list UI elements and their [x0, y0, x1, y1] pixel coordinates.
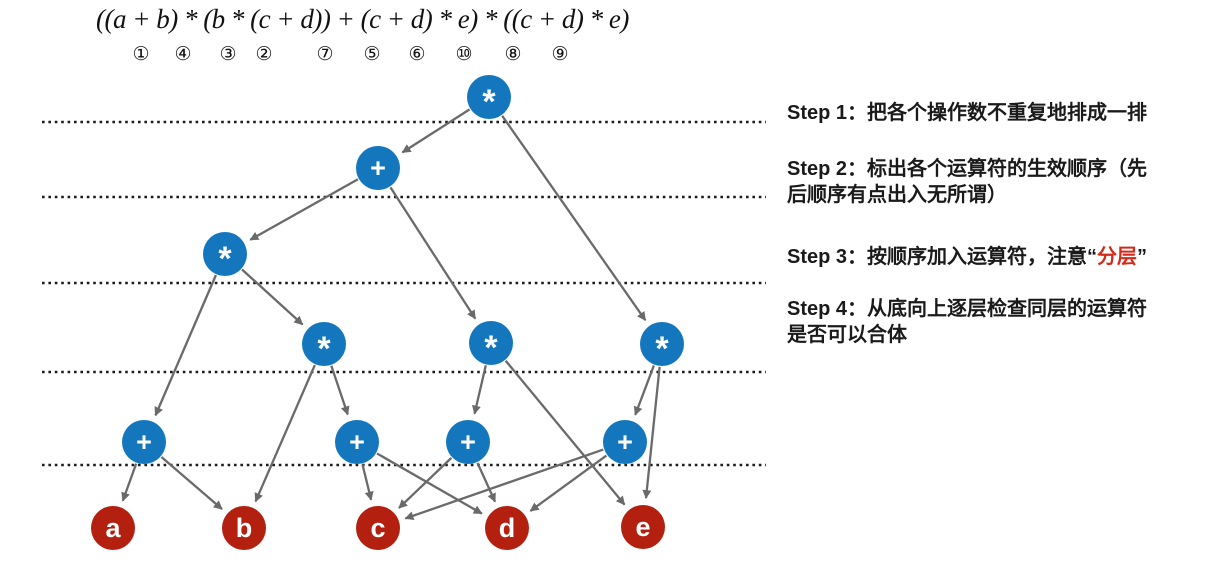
step-2-text: Step 2：标出各个运算符的生效顺序（先 后顺序有点出入无所谓） — [787, 156, 1217, 208]
edge-add-cd2-to-d — [476, 462, 497, 503]
step-3-highlight: 分层 — [1097, 246, 1138, 268]
edge-add-cd1-to-c — [361, 464, 374, 501]
node-c: c — [356, 506, 400, 550]
svg-text:*: * — [482, 83, 496, 121]
edge-mul-l4b-to-add-cd2 — [472, 365, 487, 415]
step-2-line-2: 后顺序有点出入无所谓） — [787, 184, 1007, 206]
edge-add-ab-to-b — [160, 456, 223, 510]
edge-add-cd2-to-c — [398, 457, 453, 509]
svg-text:*: * — [655, 330, 669, 368]
edge-add-mid-to-mul-l4b — [389, 186, 477, 320]
svg-text:b: b — [236, 513, 253, 543]
order-mark: ③ — [219, 43, 237, 65]
order-mark: ⑦ — [316, 43, 334, 65]
step-4-text: Step 4：从底向上逐层检查同层的运算符 是否可以合体 — [787, 296, 1217, 348]
svg-text:*: * — [317, 330, 331, 368]
node-mul-top: * — [467, 75, 511, 121]
edge-mul-l4a-to-add-cd1 — [330, 365, 350, 416]
order-mark: ② — [255, 43, 273, 65]
node-add-cd1: + — [335, 420, 379, 464]
order-mark: ① — [132, 43, 150, 65]
svg-text:+: + — [617, 427, 633, 457]
edge-mul-l4c-to-e — [642, 366, 661, 500]
node-add-ab: + — [122, 420, 166, 464]
step-2-line-1: Step 2：标出各个运算符的生效顺序（先 — [787, 158, 1148, 180]
svg-text:*: * — [218, 240, 232, 278]
edge-mul-l4a-to-b — [254, 364, 316, 503]
order-mark: ⑥ — [408, 43, 426, 65]
node-d: d — [485, 506, 529, 550]
svg-text:a: a — [105, 513, 121, 543]
node-b: b — [222, 506, 266, 550]
expression-formula: ((a + b) * (b * (c + d)) + (c + d) * e) … — [96, 4, 629, 34]
edge-add-ab-to-a — [121, 463, 138, 502]
svg-text:+: + — [349, 427, 365, 457]
edge-add-cd3-to-d — [529, 454, 608, 512]
node-a: a — [91, 506, 135, 550]
svg-text:+: + — [460, 427, 476, 457]
node-add-cd3: + — [603, 420, 647, 464]
svg-text:d: d — [499, 513, 516, 543]
node-mul-l4b: * — [469, 321, 513, 367]
node-mul-l3: * — [203, 232, 247, 278]
step-3-text: Step 3：按顺序加入运算符，注意“分层” — [787, 246, 1148, 268]
svg-text:*: * — [484, 329, 498, 367]
step-4-line-1: Step 4：从底向上逐层检查同层的运算符 — [787, 298, 1148, 320]
node-mul-l4a: * — [302, 322, 346, 368]
edge-mul-l3-to-add-ab — [154, 274, 217, 417]
edge-add-cd3-to-c — [404, 448, 604, 521]
edge-add-cd1-to-d — [376, 452, 483, 515]
order-mark: ⑨ — [551, 43, 569, 65]
node-add-mid: + — [356, 146, 400, 190]
edge-mul-top-to-mul-l4c — [501, 115, 647, 321]
edge-add-mid-to-mul-l3 — [249, 178, 359, 241]
edge-mul-l3-to-mul-l4a — [241, 268, 304, 326]
order-mark: ④ — [174, 43, 192, 65]
node-add-cd2: + — [446, 420, 490, 464]
order-mark: ⑧ — [504, 43, 522, 65]
step-1-text: Step 1：把各个操作数不重复地排成一排 — [787, 102, 1148, 124]
edge-mul-l4b-to-e — [504, 359, 626, 506]
order-mark: ⑩ — [455, 43, 473, 65]
svg-text:e: e — [635, 512, 650, 542]
order-mark: ⑤ — [363, 43, 381, 65]
edge-mul-top-to-add-mid — [401, 108, 471, 154]
step-4-line-2: 是否可以合体 — [787, 324, 907, 346]
svg-text:+: + — [136, 427, 152, 457]
node-e: e — [621, 505, 665, 549]
svg-text:+: + — [370, 153, 386, 183]
node-mul-l4c: * — [640, 322, 684, 368]
edge-mul-l4c-to-add-cd3 — [633, 365, 655, 416]
svg-text:c: c — [370, 513, 385, 543]
